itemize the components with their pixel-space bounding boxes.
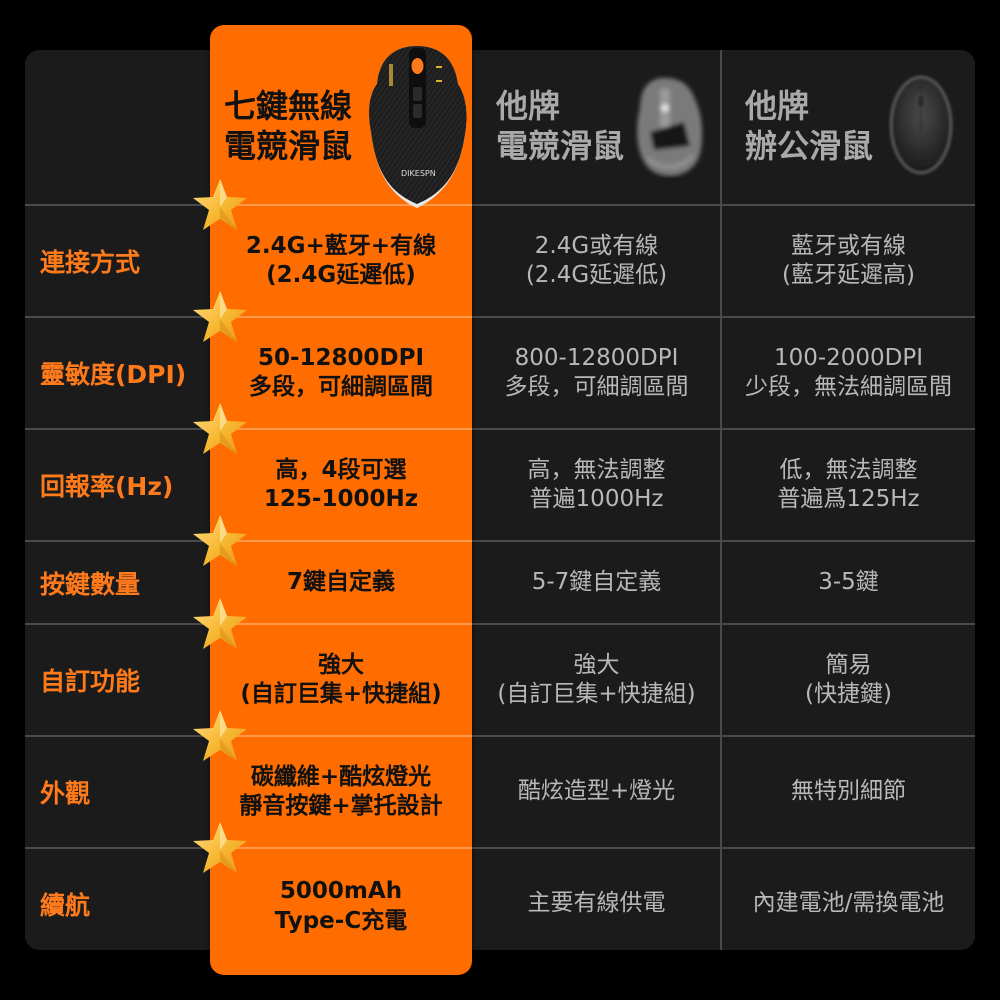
cell-text: 無特別細節 [791,778,906,805]
row-label-custom-function: 自訂功能 [40,667,141,696]
cell-text: (2.4G延遲低) [525,262,668,288]
cell-text: 125-1000Hz [263,486,419,512]
cell-text: 50-12800DPI [257,344,425,371]
cell-gaming-battery: 主要有線供電 [472,849,721,959]
brand-logo-text: DIKESPN [401,169,436,178]
header-gaming-line1: 他牌 [496,87,561,125]
cell-text: 800-12800DPI [514,344,679,371]
cell-text: (2.4G延遲低) [266,262,416,288]
cell-text: 高，4段可選 [275,456,407,483]
cell-text: (藍牙延遲高) [782,262,915,288]
cell-office-custom-function: 簡易 (快捷鍵) [722,625,975,735]
cell-ours-dpi: 50-12800DPI 多段，可細調區間 [210,318,472,428]
cell-text: (快捷鍵) [805,681,892,707]
row-divider [25,428,975,430]
column-divider [720,50,722,950]
cell-office-dpi: 100-2000DPI 少段，無法細調區間 [722,318,975,428]
star-icon [193,515,247,566]
competitor-office-mouse-image [889,75,953,175]
cell-text: 5-7鍵自定義 [531,568,662,595]
row-divider [25,316,975,318]
cell-gaming-connection: 2.4G或有線 (2.4G延遲低) [472,206,721,316]
highlight-row-divider [210,316,472,318]
cell-text: 高，無法調整 [527,456,666,483]
cell-text: 100-2000DPI [773,344,924,371]
cell-office-battery: 內建電池/需換電池 [722,849,975,959]
highlight-row-divider [210,623,472,625]
highlight-row-divider [210,735,472,737]
cell-text: (自訂巨集+快捷組) [497,681,696,707]
cell-text: 酷炫造型+燈光 [517,778,676,805]
cell-text: 主要有線供電 [527,890,666,917]
header-office-title: 他牌 辦公滑鼠 [745,86,873,166]
row-label-appearance: 外觀 [40,779,91,808]
row-label-polling-rate: 回報率(Hz) [40,472,174,501]
cell-text: 簡易 [825,651,872,678]
header-ours-title: 七鍵無線 電競滑鼠 [224,86,352,166]
cell-gaming-dpi: 800-12800DPI 多段，可細調區間 [472,318,721,428]
cell-office-connection: 藍牙或有線 (藍牙延遲高) [722,206,975,316]
cell-text: 碳纖維+酷炫燈光 [250,763,432,790]
cell-text: 藍牙或有線 [791,232,906,259]
cell-text: (自訂巨集+快捷組) [240,681,442,707]
row-label-button-count: 按鍵數量 [40,569,141,599]
cell-ours-battery: 5000mAh Type-C充電 [210,849,472,964]
cell-gaming-custom-function: 強大 (自訂巨集+快捷組) [472,625,721,735]
header-gaming-title: 他牌 電競滑鼠 [496,86,624,166]
cell-ours-polling-rate: 高，4段可選 125-1000Hz [210,430,472,540]
cell-text: 多段，可細調區間 [249,374,433,400]
star-icon [193,598,247,649]
competitor-gaming-mouse-image [637,78,703,176]
cell-gaming-button-count: 5-7鍵自定義 [472,542,721,623]
star-icon [193,822,247,873]
cell-office-polling-rate: 低，無法調整 普遍爲125Hz [722,430,975,540]
row-divider [25,204,975,206]
cell-text: 3-5鍵 [818,568,879,595]
cell-text: 普遍1000Hz [529,486,664,512]
cell-text: 7鍵自定義 [286,568,395,595]
cell-text: 少段，無法細調區間 [745,374,952,400]
cell-text: 2.4G+藍牙+有線 [245,232,437,259]
header-ours-line1: 七鍵無線 [224,87,353,125]
row-divider [25,540,975,542]
star-icon [193,403,247,454]
cell-text: 靜音按鍵+掌托設計 [239,793,443,819]
cell-office-appearance: 無特別細節 [722,737,975,847]
cell-ours-custom-function: 強大 (自訂巨集+快捷組) [210,625,472,735]
highlight-row-divider [210,540,472,542]
cell-gaming-polling-rate: 高，無法調整 普遍1000Hz [472,430,721,540]
star-icon [193,179,247,230]
header-ours-line2: 電競滑鼠 [224,127,353,165]
cell-text: 5000mAh [279,878,403,905]
cell-ours-button-count: 7鍵自定義 [210,542,472,623]
cell-ours-appearance: 碳纖維+酷炫燈光 靜音按鍵+掌托設計 [210,737,472,847]
row-label-dpi: 靈敏度(DPI) [40,360,187,389]
cell-text: 普遍爲125Hz [777,486,920,512]
featured-mouse-image: DIKESPN [369,46,467,208]
cell-text: Type-C充電 [274,907,408,934]
highlight-row-divider [210,847,472,849]
cell-text: 2.4G或有線 [534,232,659,259]
row-divider [25,847,975,849]
row-label-battery: 續航 [40,891,91,920]
comparison-table-panel [25,50,975,950]
row-divider [25,735,975,737]
row-divider [25,623,975,625]
cell-text: 低，無法調整 [779,456,918,483]
cell-ours-connection: 2.4G+藍牙+有線 (2.4G延遲低) [210,206,472,316]
cell-text: 強大 [573,651,620,678]
header-gaming-line2: 電競滑鼠 [496,127,625,165]
cell-office-button-count: 3-5鍵 [722,542,975,623]
highlight-row-divider [210,428,472,430]
cell-text: 多段，可細調區間 [504,374,689,400]
star-icon [193,291,247,342]
row-label-connection: 連接方式 [40,248,141,277]
header-office-line1: 他牌 [745,87,810,125]
star-icon [193,710,247,761]
header-office-line2: 辦公滑鼠 [745,127,874,165]
highlight-row-divider [210,204,472,206]
cell-gaming-appearance: 酷炫造型+燈光 [472,737,721,847]
cell-text: 強大 [318,651,364,678]
cell-text: 內建電池/需換電池 [752,890,945,917]
